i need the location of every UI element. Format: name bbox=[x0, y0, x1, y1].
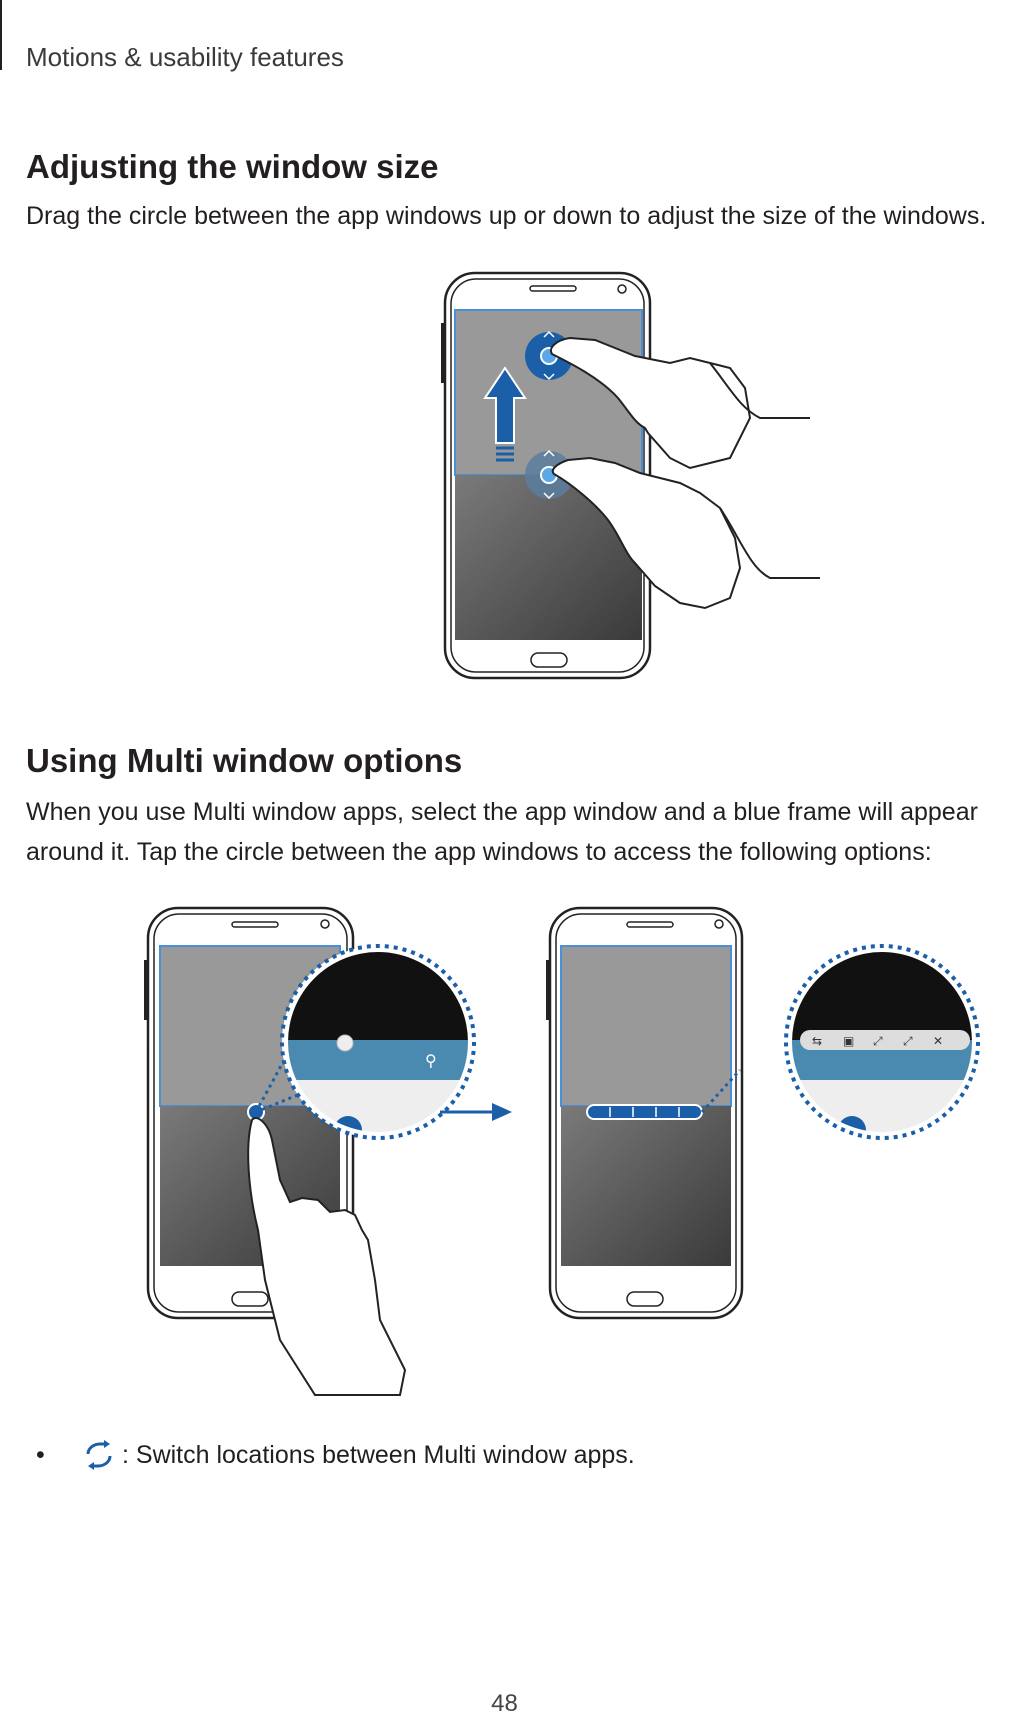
section-title-adjust-window: Adjusting the window size bbox=[26, 148, 439, 185]
up-arrow bbox=[483, 366, 527, 444]
svg-text:⚲: ⚲ bbox=[425, 1051, 437, 1070]
figure-multi-window-options: ⚲ ⇆ ▣ ⤢ ⤢ ✕ bbox=[144, 906, 980, 1396]
hand-tapping bbox=[247, 1117, 407, 1396]
paragraph-adjust-window: Drag the circle between the app windows … bbox=[26, 196, 996, 236]
paragraph-line: Drag the circle between the app windows … bbox=[26, 202, 987, 230]
running-header: Motions & usability features bbox=[26, 42, 344, 72]
paragraph-multi-window-options: When you use Multi window apps, select t… bbox=[26, 792, 996, 872]
switch-locations-icon bbox=[86, 1440, 112, 1470]
zoom-bubble-before: ⚲ bbox=[280, 944, 476, 1140]
page-number: 48 bbox=[491, 1690, 518, 1717]
svg-text:⇆: ⇆ bbox=[812, 1034, 822, 1048]
svg-text:✕: ✕ bbox=[933, 1034, 943, 1048]
svg-text:⤢: ⤢ bbox=[902, 1034, 913, 1048]
options-bar bbox=[586, 1104, 703, 1120]
paragraph-line-1: When you use Multi window apps, select t… bbox=[26, 798, 978, 826]
figure-adjust-window-size bbox=[441, 271, 820, 680]
bullet: • bbox=[36, 1440, 45, 1469]
svg-text:⤢: ⤢ bbox=[872, 1034, 883, 1048]
hand-lower bbox=[551, 456, 742, 610]
paragraph-line-2: around it. Tap the circle between the ap… bbox=[26, 838, 932, 866]
zoom-bubble-after: ⇆ ▣ ⤢ ⤢ ✕ bbox=[784, 944, 980, 1140]
header-rule bbox=[0, 0, 2, 70]
section-title-multi-window-options: Using Multi window options bbox=[26, 742, 463, 779]
home-button bbox=[530, 652, 568, 668]
hand-upper bbox=[550, 336, 752, 470]
option-description: : Switch locations between Multi window … bbox=[122, 1440, 635, 1469]
speaker-grille bbox=[529, 285, 577, 292]
option-item-switch: • : Switch locations between Multi windo… bbox=[36, 1440, 635, 1470]
phone-after-tap bbox=[546, 906, 744, 1320]
front-camera bbox=[617, 284, 627, 294]
svg-text:▣: ▣ bbox=[843, 1034, 854, 1048]
